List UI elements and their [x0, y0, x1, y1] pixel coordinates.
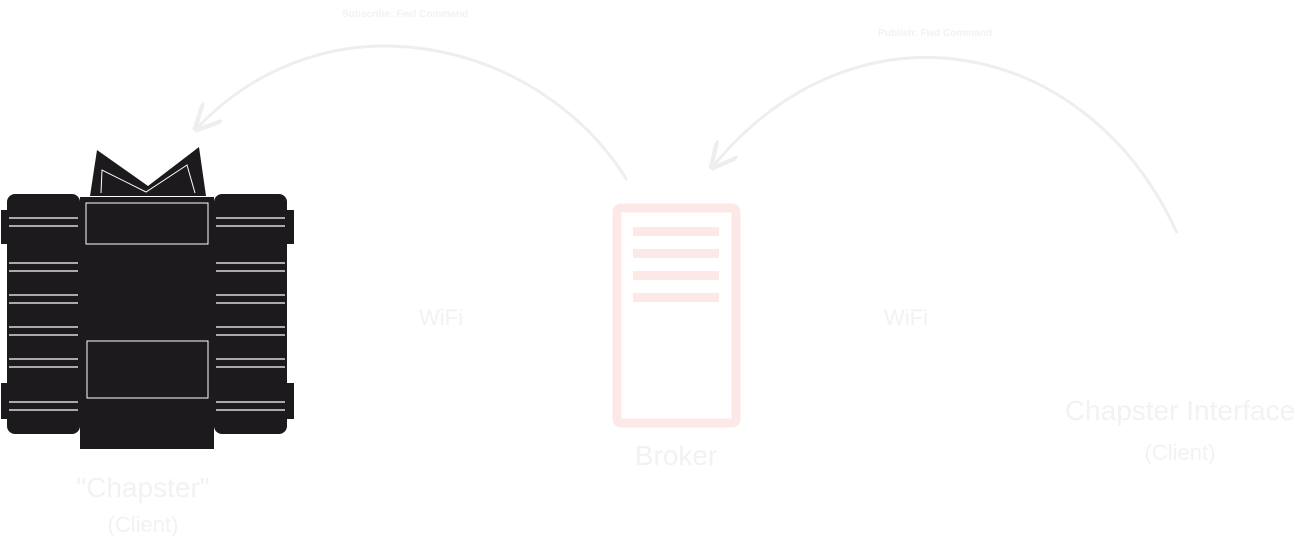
broker-name-label: Broker [635, 440, 717, 471]
subscribe-arrow [198, 44, 629, 181]
tracked-robot-icon [1, 147, 294, 449]
server-icon [612, 203, 741, 428]
interface-name-label: Chapster Interface [1065, 395, 1295, 426]
wifi-label-left: WiFi [419, 305, 463, 330]
robot-role-label: (Client) [108, 512, 179, 537]
publish-label: Publish: Fwd Command [878, 28, 992, 39]
subscribe-label: Subscribe: Fwd Command [342, 9, 468, 20]
publish-arrow [714, 55, 1179, 234]
wifi-label-right: WiFi [884, 305, 928, 330]
robot-name-label: "Chapster" [76, 472, 210, 503]
interface-role-label: (Client) [1145, 440, 1216, 465]
